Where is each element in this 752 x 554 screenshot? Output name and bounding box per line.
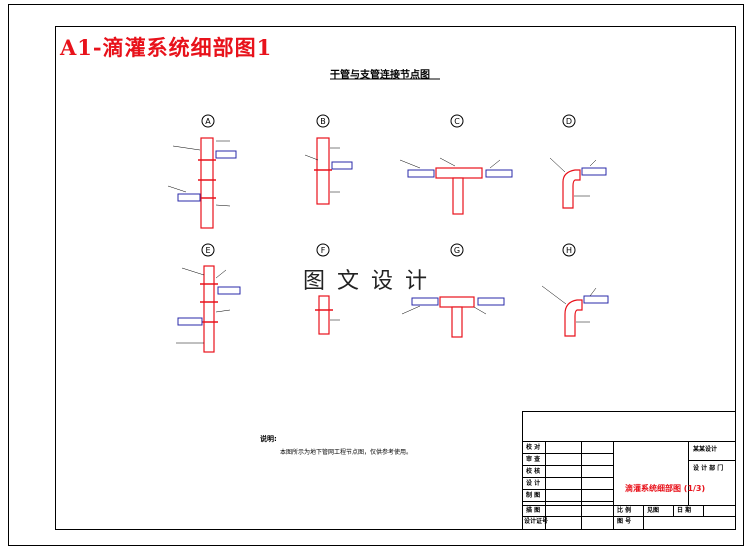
watermark-text: 图文设计 xyxy=(303,269,440,294)
node-label-c: C xyxy=(450,114,464,128)
tb-company-2: 设 计 部 门 xyxy=(693,465,724,472)
node-symbol-c: C xyxy=(454,117,460,126)
title-block: 校 对 审 查 校 核 设 计 制 图 描 图 设计证号 某某设计 设 计 部 … xyxy=(522,411,736,530)
diagram-title: 干管与支管连接节点图 xyxy=(330,70,430,81)
note-body: 本图所示为地下管网工程节点图，仅供参考使用。 xyxy=(280,449,413,456)
node-c-drawing xyxy=(399,157,513,215)
node-symbol-b: B xyxy=(320,117,326,126)
tb-row-label-1: 校 对 xyxy=(526,444,541,451)
node-label-b: B xyxy=(316,114,330,128)
note-title: 说明: xyxy=(260,435,277,443)
tb-row-label-2: 审 查 xyxy=(526,456,541,463)
tb-date-label: 日 期 xyxy=(677,507,692,514)
tb-scale-label: 比 例 xyxy=(617,507,632,514)
node-h-drawing xyxy=(541,285,609,337)
node-b-drawing xyxy=(304,137,353,205)
outer-border xyxy=(8,4,744,546)
node-symbol-g: G xyxy=(454,246,460,255)
node-d-drawing xyxy=(549,157,607,209)
node-label-h: H xyxy=(562,243,576,257)
node-label-d: D xyxy=(562,114,576,128)
drawing-border xyxy=(55,26,736,530)
node-symbol-d: D xyxy=(566,117,572,126)
tb-sheet-no-label: 图 号 xyxy=(617,518,632,525)
sheet-title: A1-滴灌系统细部图1 xyxy=(60,35,273,60)
tb-row-label-7: 设计证号 xyxy=(524,518,549,525)
node-symbol-f: F xyxy=(321,246,326,255)
node-label-f: F xyxy=(316,243,330,257)
node-symbol-h: H xyxy=(566,246,572,255)
tb-row-label-3: 校 核 xyxy=(526,468,541,475)
tb-row-label-5: 制 图 xyxy=(526,492,541,499)
node-g-drawing xyxy=(401,296,505,338)
tb-scale-value: 见图 xyxy=(647,507,660,514)
tb-row-label-6: 描 图 xyxy=(526,507,541,514)
tb-drawing-name: 滴灌系统细部图 (1/3) xyxy=(625,484,706,493)
node-e-drawing xyxy=(176,265,241,353)
node-label-e: E xyxy=(201,243,215,257)
node-symbol-e: E xyxy=(205,246,210,255)
tb-row-label-4: 设 计 xyxy=(526,480,541,487)
tb-company-1: 某某设计 xyxy=(693,446,718,453)
node-label-g: G xyxy=(450,243,464,257)
node-symbol-a: A xyxy=(205,117,211,126)
node-f-drawing xyxy=(315,295,340,335)
node-a-drawing xyxy=(167,137,237,229)
node-label-a: A xyxy=(201,114,215,128)
